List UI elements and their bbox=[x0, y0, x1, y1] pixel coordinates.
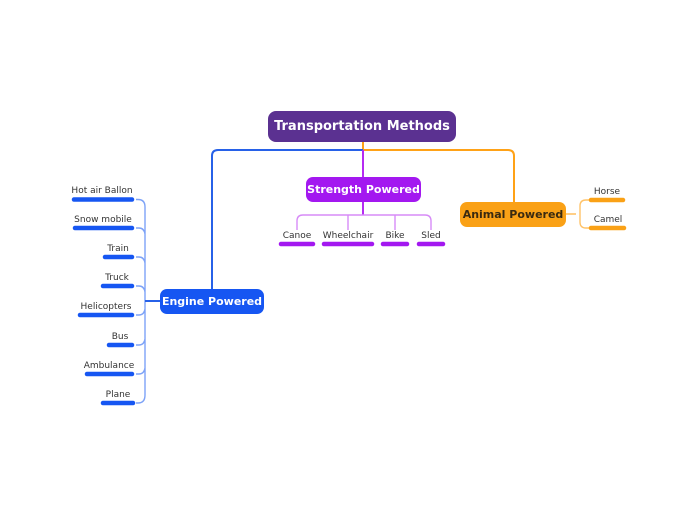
branch-line-engine bbox=[211, 149, 363, 289]
branch-node-strength-powered[interactable]: Strength Powered bbox=[306, 177, 421, 202]
animal-children-bracket bbox=[579, 199, 589, 229]
leaf-node-truck[interactable]: Truck bbox=[105, 273, 129, 283]
leaf-node-helicopters[interactable]: Helicopters bbox=[80, 302, 132, 312]
leaf-node-train[interactable]: Train bbox=[107, 244, 129, 254]
branch-node-animal-powered[interactable]: Animal Powered bbox=[460, 202, 566, 227]
leaf-node-bike[interactable]: Bike bbox=[385, 231, 405, 241]
leaf-node-camel[interactable]: Camel bbox=[593, 215, 623, 225]
strength-children-bracket bbox=[296, 214, 432, 230]
root-node-transportation-methods[interactable]: Transportation Methods bbox=[268, 111, 456, 142]
leaf-node-horse[interactable]: Horse bbox=[593, 187, 621, 197]
leaf-node-plane[interactable]: Plane bbox=[105, 390, 131, 400]
leaf-node-sled[interactable]: Sled bbox=[421, 231, 441, 241]
leaf-node-snow-mobile[interactable]: Snow mobile bbox=[74, 215, 132, 225]
branch-line-animal bbox=[363, 149, 515, 202]
leaf-node-hot-air-ballon[interactable]: Hot air Ballon bbox=[71, 186, 133, 196]
branch-node-engine-powered[interactable]: Engine Powered bbox=[160, 289, 264, 314]
leaf-node-ambulance[interactable]: Ambulance bbox=[83, 361, 135, 371]
leaf-node-wheelchair[interactable]: Wheelchair bbox=[322, 231, 374, 241]
leaf-node-bus[interactable]: Bus bbox=[111, 332, 129, 342]
leaf-node-canoe[interactable]: Canoe bbox=[282, 231, 312, 241]
